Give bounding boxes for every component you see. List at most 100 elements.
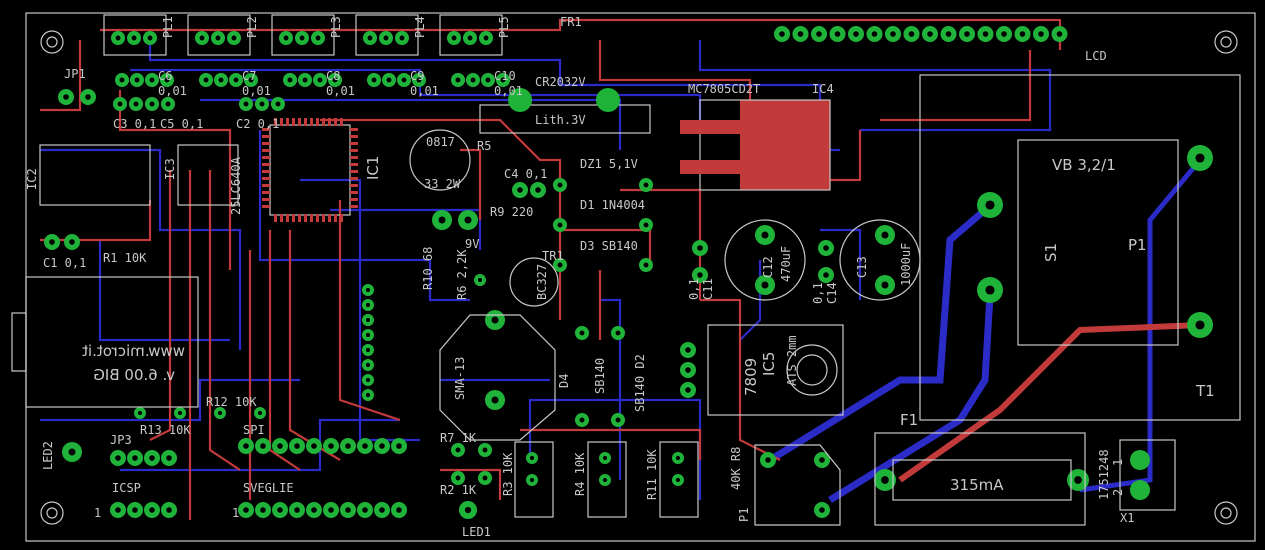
- label-tr1: TR1: [542, 249, 564, 263]
- label-c10v: 0,01: [494, 84, 523, 98]
- label-sma: SMA-13: [453, 357, 467, 400]
- label-cr2032: CR2032V: [535, 75, 586, 89]
- label-icsp: ICSP: [112, 481, 141, 495]
- label-mc7805: MC7805CD2T: [688, 82, 760, 96]
- label-c14v: 0,1: [811, 282, 825, 304]
- label-r5: R5: [477, 139, 491, 153]
- label-c10: C10: [494, 69, 516, 83]
- label-r13: R13 10K: [140, 423, 191, 437]
- label-vb: VB 3,2/1: [1052, 156, 1116, 174]
- label-fuse: 315mA: [950, 476, 1004, 494]
- label-c7: C7: [242, 69, 256, 83]
- ic3-body: [177, 144, 239, 206]
- c12-body: [724, 219, 806, 301]
- label-r8: 40K R8: [729, 447, 743, 490]
- label-dz1: DZ1 5,1V: [580, 157, 638, 171]
- label-d3: D3 SB140: [580, 239, 638, 253]
- label-r3: R3 10K: [501, 452, 515, 496]
- label-pl5: PL5: [497, 16, 511, 38]
- label-spi: SPI: [243, 423, 265, 437]
- ic2-body: [39, 144, 151, 206]
- label-x1part: 1751248: [1097, 449, 1111, 500]
- label-r5v: 33 2W: [424, 177, 461, 191]
- label-web2: v. 6.00 BIG: [93, 366, 175, 384]
- silkscreen-labels: PL1 PL2 PL3 PL4 PL5 FR1 LCD CR2032V Lith…: [25, 15, 1215, 539]
- label-c11: C11: [701, 278, 715, 300]
- label-p1: P1: [1128, 236, 1147, 254]
- label-bc327: BC327: [535, 264, 549, 300]
- label-c6v: 0,01: [158, 84, 187, 98]
- label-c9v: 0,01: [410, 84, 439, 98]
- label-fr1: FR1: [560, 15, 582, 29]
- label-d4: D4: [557, 374, 571, 388]
- label-c13v: 1000uF: [899, 243, 913, 286]
- label-sveglie: SVEGLIE: [243, 481, 294, 495]
- tr1-body: [509, 257, 559, 307]
- label-x1n1: 1: [1111, 459, 1125, 466]
- label-pl3: PL3: [329, 16, 343, 38]
- label-f1: F1: [900, 411, 918, 429]
- transformer-t1: [919, 74, 1241, 421]
- label-jp3: JP3: [110, 433, 132, 447]
- label-r2: R2 1K: [440, 483, 477, 497]
- label-ic5: IC5: [760, 352, 778, 376]
- label-r7: R7 1K: [440, 431, 477, 445]
- label-lith: Lith.3V: [535, 113, 586, 127]
- label-pl4: PL4: [413, 16, 427, 38]
- label-r11: R11 10K: [645, 449, 659, 500]
- label-jp1: JP1: [64, 67, 86, 81]
- label-c12: C12: [761, 256, 775, 278]
- pot-p1: [754, 444, 841, 526]
- label-pot: P1: [737, 508, 751, 522]
- r5-body: [409, 129, 471, 191]
- label-ic1: IC1: [364, 156, 382, 180]
- label-pl1: PL1: [161, 16, 175, 38]
- fuse-holder-f1: [874, 432, 1086, 526]
- label-r12: R12 10K: [206, 395, 257, 409]
- label-c11v: 0,1: [687, 278, 701, 300]
- label-v9: 9V: [465, 237, 479, 251]
- battery-holder: [479, 104, 651, 134]
- label-pl2: PL2: [245, 16, 259, 38]
- label-led1: LED1: [462, 525, 491, 539]
- label-ic3: IC3: [163, 158, 177, 180]
- label-c8: C8: [326, 69, 340, 83]
- label-c8v: 0,01: [326, 84, 355, 98]
- connectors-pl: [103, 14, 503, 56]
- component-pads: [44, 73, 1213, 519]
- label-c12v: 470uF: [779, 246, 793, 282]
- label-c14: C14: [825, 282, 839, 304]
- label-led2: LED2: [41, 441, 55, 470]
- label-c2: C2 0,1: [236, 117, 279, 131]
- label-u7809: 7809: [742, 358, 760, 396]
- label-one2: 1: [232, 506, 239, 520]
- sma13-body: [439, 314, 556, 441]
- label-c9: C9: [410, 69, 424, 83]
- label-one1: 1: [94, 506, 101, 520]
- label-c13: C13: [855, 256, 869, 278]
- label-ic4: IC4: [812, 82, 834, 96]
- label-r4: R4 10K: [573, 452, 587, 496]
- label-web1: www.microt.it: [82, 342, 185, 360]
- label-s1: S1: [1042, 243, 1060, 262]
- mounting-holes: [40, 30, 1238, 525]
- label-r6: R6 2,2K: [455, 249, 469, 300]
- terminal-x1: [1119, 439, 1176, 511]
- label-r10: R10 68: [421, 247, 435, 290]
- label-ptc: 0817: [426, 135, 455, 149]
- label-c3: C3 0,1: [113, 117, 156, 131]
- label-c64: 25LC640A: [229, 156, 243, 215]
- mc7805-tab: [740, 100, 830, 190]
- ic5-body: [707, 324, 844, 416]
- label-c4: C4 0,1: [504, 167, 547, 181]
- label-ats: ATS 2mm: [785, 335, 799, 386]
- label-ic2: IC2: [25, 168, 39, 190]
- label-r1: R1 10K: [103, 251, 147, 265]
- label-c1: C1 0,1: [43, 256, 86, 270]
- label-r9: R9 220: [490, 205, 533, 219]
- label-sb140b: SB140 D2: [633, 354, 647, 412]
- label-lcd: LCD: [1085, 49, 1107, 63]
- label-c6: C6: [158, 69, 172, 83]
